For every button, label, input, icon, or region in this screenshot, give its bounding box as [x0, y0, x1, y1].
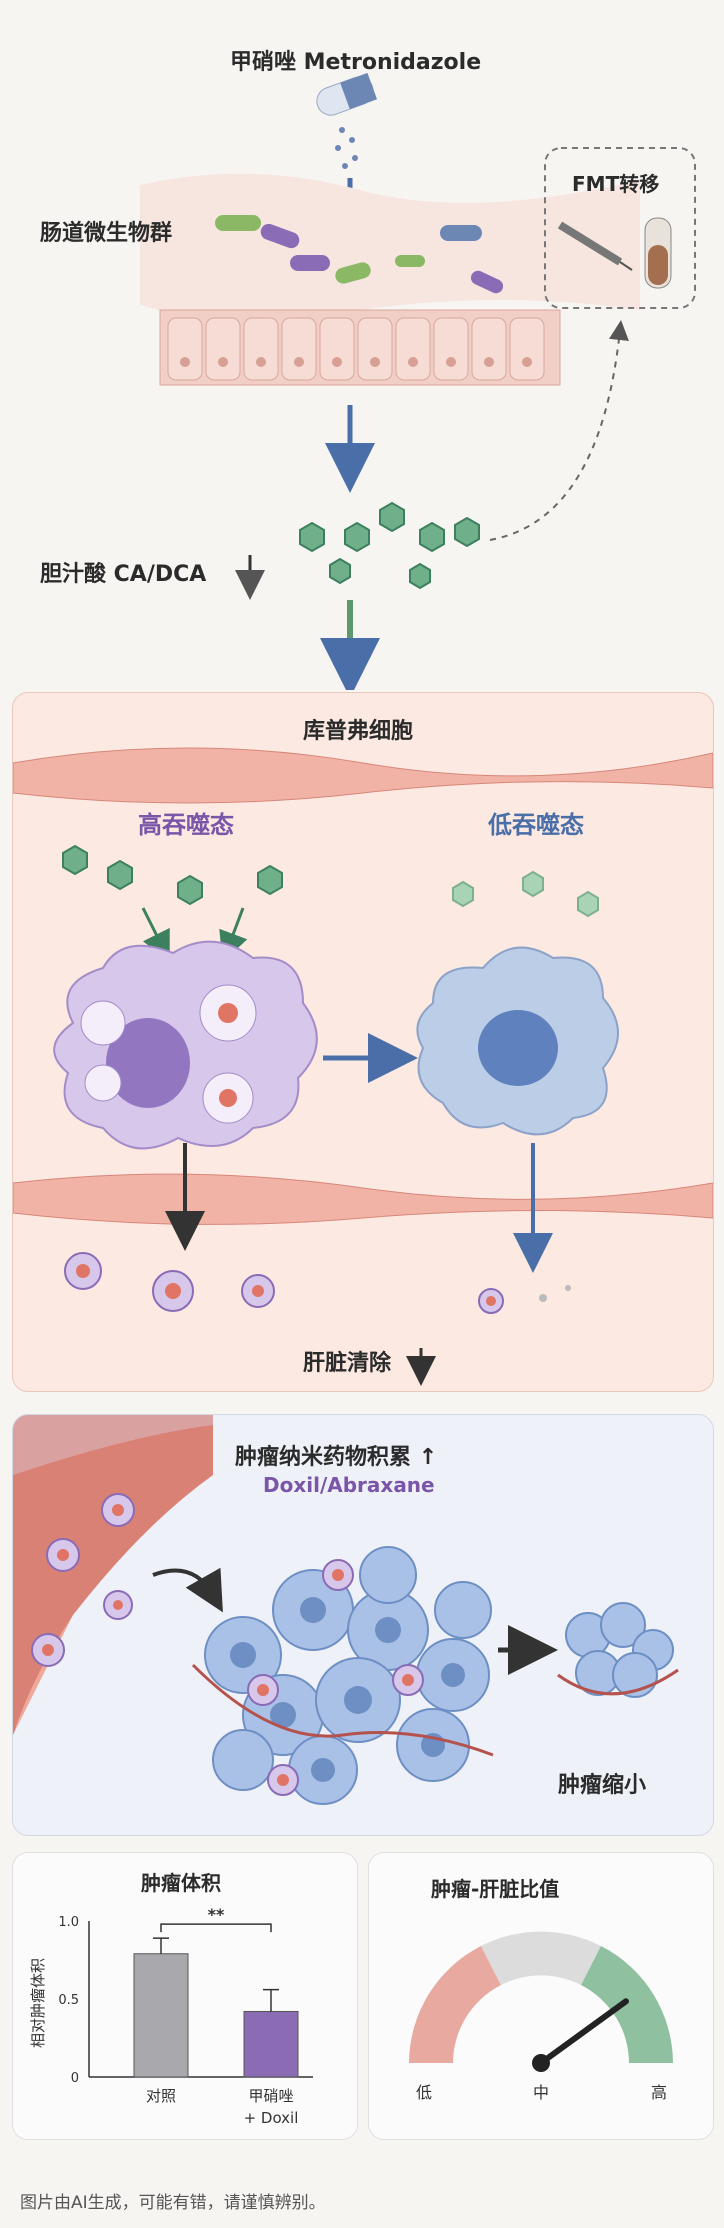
fmt-label: FMT转移 — [572, 172, 660, 196]
nanodrug-label: Doxil/Abraxane — [263, 1473, 435, 1497]
ytick-0: 0 — [71, 2071, 79, 2086]
sinusoid-vessel-top — [13, 747, 713, 804]
nanoparticles-left — [64, 1252, 275, 1312]
bar-treatment — [243, 2010, 299, 2078]
drug-label: 甲硝唑 Metronidazole — [230, 50, 482, 75]
ratio-gauge-title: 肿瘤-肝脏比值 — [431, 1877, 560, 1901]
ratio-gauge: 低 中 高 — [409, 1931, 673, 2102]
footer-disclaimer: 图片由AI生成，可能有错，请谨慎辨别。 — [20, 2193, 326, 2213]
fmt-box — [544, 147, 696, 309]
tumor-illustration — [13, 1415, 679, 1805]
test-tube-icon — [644, 217, 672, 289]
liver-clearance-label: 肝脏清除 — [303, 1351, 392, 1376]
xtick-treatment-line2: + Doxil — [244, 2109, 299, 2127]
small-tumor-capillary — [557, 1668, 679, 1696]
circulating-nanoparticles — [31, 1493, 135, 1667]
fmt-dashed-arrow — [489, 320, 629, 541]
bar-control — [133, 1953, 189, 2078]
gut-illustration — [140, 72, 696, 690]
capsule-icon — [316, 72, 378, 116]
xtick-control: 对照 — [146, 2087, 176, 2105]
ratio-gauge-panel: 肿瘤-肝脏比值 低 中 高 — [368, 1852, 714, 2140]
extravasation-arrow — [152, 1567, 223, 1613]
gauge-label-low: 低 — [416, 2083, 432, 2102]
y-axis-label: 相对肿瘤体积 — [29, 1958, 47, 2048]
gut-microbiota-label: 肠道微生物群 — [40, 221, 173, 246]
gauge-segment-high — [581, 1946, 673, 2063]
gauge-label-mid: 中 — [533, 2083, 549, 2102]
gauge-label-high: 高 — [651, 2083, 667, 2102]
volume-chart-title: 肿瘤体积 — [141, 1871, 221, 1895]
kupffer-panel: 库普弗细胞 高吞噬态 低吞噬态 肝脏清除 — [12, 692, 714, 1392]
uptake-arrow-1 — [141, 907, 170, 962]
accumulation-label: 肿瘤纳米药物积累 ↑ — [235, 1439, 437, 1471]
gut-lumen — [140, 173, 640, 319]
sinusoid-vessel-bottom — [13, 1173, 713, 1225]
accumulation-label-text: 肿瘤纳米药物积累 — [235, 1445, 412, 1470]
significance-marker: ** — [208, 1905, 225, 1924]
xtick-treatment-line1: 甲硝唑 — [248, 2087, 293, 2105]
blood-vessel-wall — [13, 1415, 213, 1735]
gauge-hub — [532, 2054, 550, 2072]
tumor-nuclei — [230, 1597, 465, 1782]
drug-particles — [335, 127, 358, 169]
kupffer-illustration — [13, 747, 713, 1386]
ytick-1.0: 1.0 — [58, 1915, 79, 1930]
small-tumor — [565, 1602, 674, 1698]
nanoparticles-right — [478, 1285, 571, 1314]
tumor-capillary — [191, 1663, 494, 1757]
bile-acid-label: 胆汁酸 CA/DCA — [40, 562, 207, 587]
volume-chart-panel: 肿瘤体积 相对肿瘤体积 0 0.5 1.0 ** 对照 甲硝唑 + Doxil — [12, 1852, 358, 2140]
gauge-segment-mid — [481, 1931, 601, 1985]
syringe-icon — [557, 221, 633, 271]
bile-acids-left — [62, 844, 283, 906]
significance-bracket — [160, 1923, 272, 1933]
tumor-shrink-label: 肿瘤缩小 — [558, 1773, 647, 1798]
high-phagocytic-label: 高吞噬态 — [138, 811, 234, 839]
bile-acids-right — [452, 870, 599, 918]
uptake-arrow-2 — [219, 907, 248, 963]
accumulated-nanoparticles — [247, 1559, 424, 1796]
kupffer-title: 库普弗细胞 — [303, 719, 414, 744]
low-phagocytic-label: 低吞噬态 — [488, 811, 584, 839]
gauge-segment-low — [409, 1946, 501, 2063]
gauge-needle — [538, 1998, 629, 2066]
kupffer-cell-low — [416, 946, 619, 1136]
bacteria-cluster — [215, 215, 504, 294]
bile-acid-molecules — [299, 501, 480, 590]
ytick-0.5: 0.5 — [58, 1993, 79, 2008]
tumor-panel: 肿瘤纳米药物积累 ↑ Doxil/Abraxane 肿瘤缩小 — [12, 1414, 714, 1836]
top-section — [0, 0, 724, 690]
kupffer-cell-high — [53, 940, 318, 1150]
volume-bar-chart: 相对肿瘤体积 0 0.5 1.0 ** 对照 甲硝唑 + Doxil — [29, 1905, 313, 2127]
increase-icon: ↑ — [418, 1445, 438, 1470]
intestinal-epithelium — [159, 309, 561, 386]
